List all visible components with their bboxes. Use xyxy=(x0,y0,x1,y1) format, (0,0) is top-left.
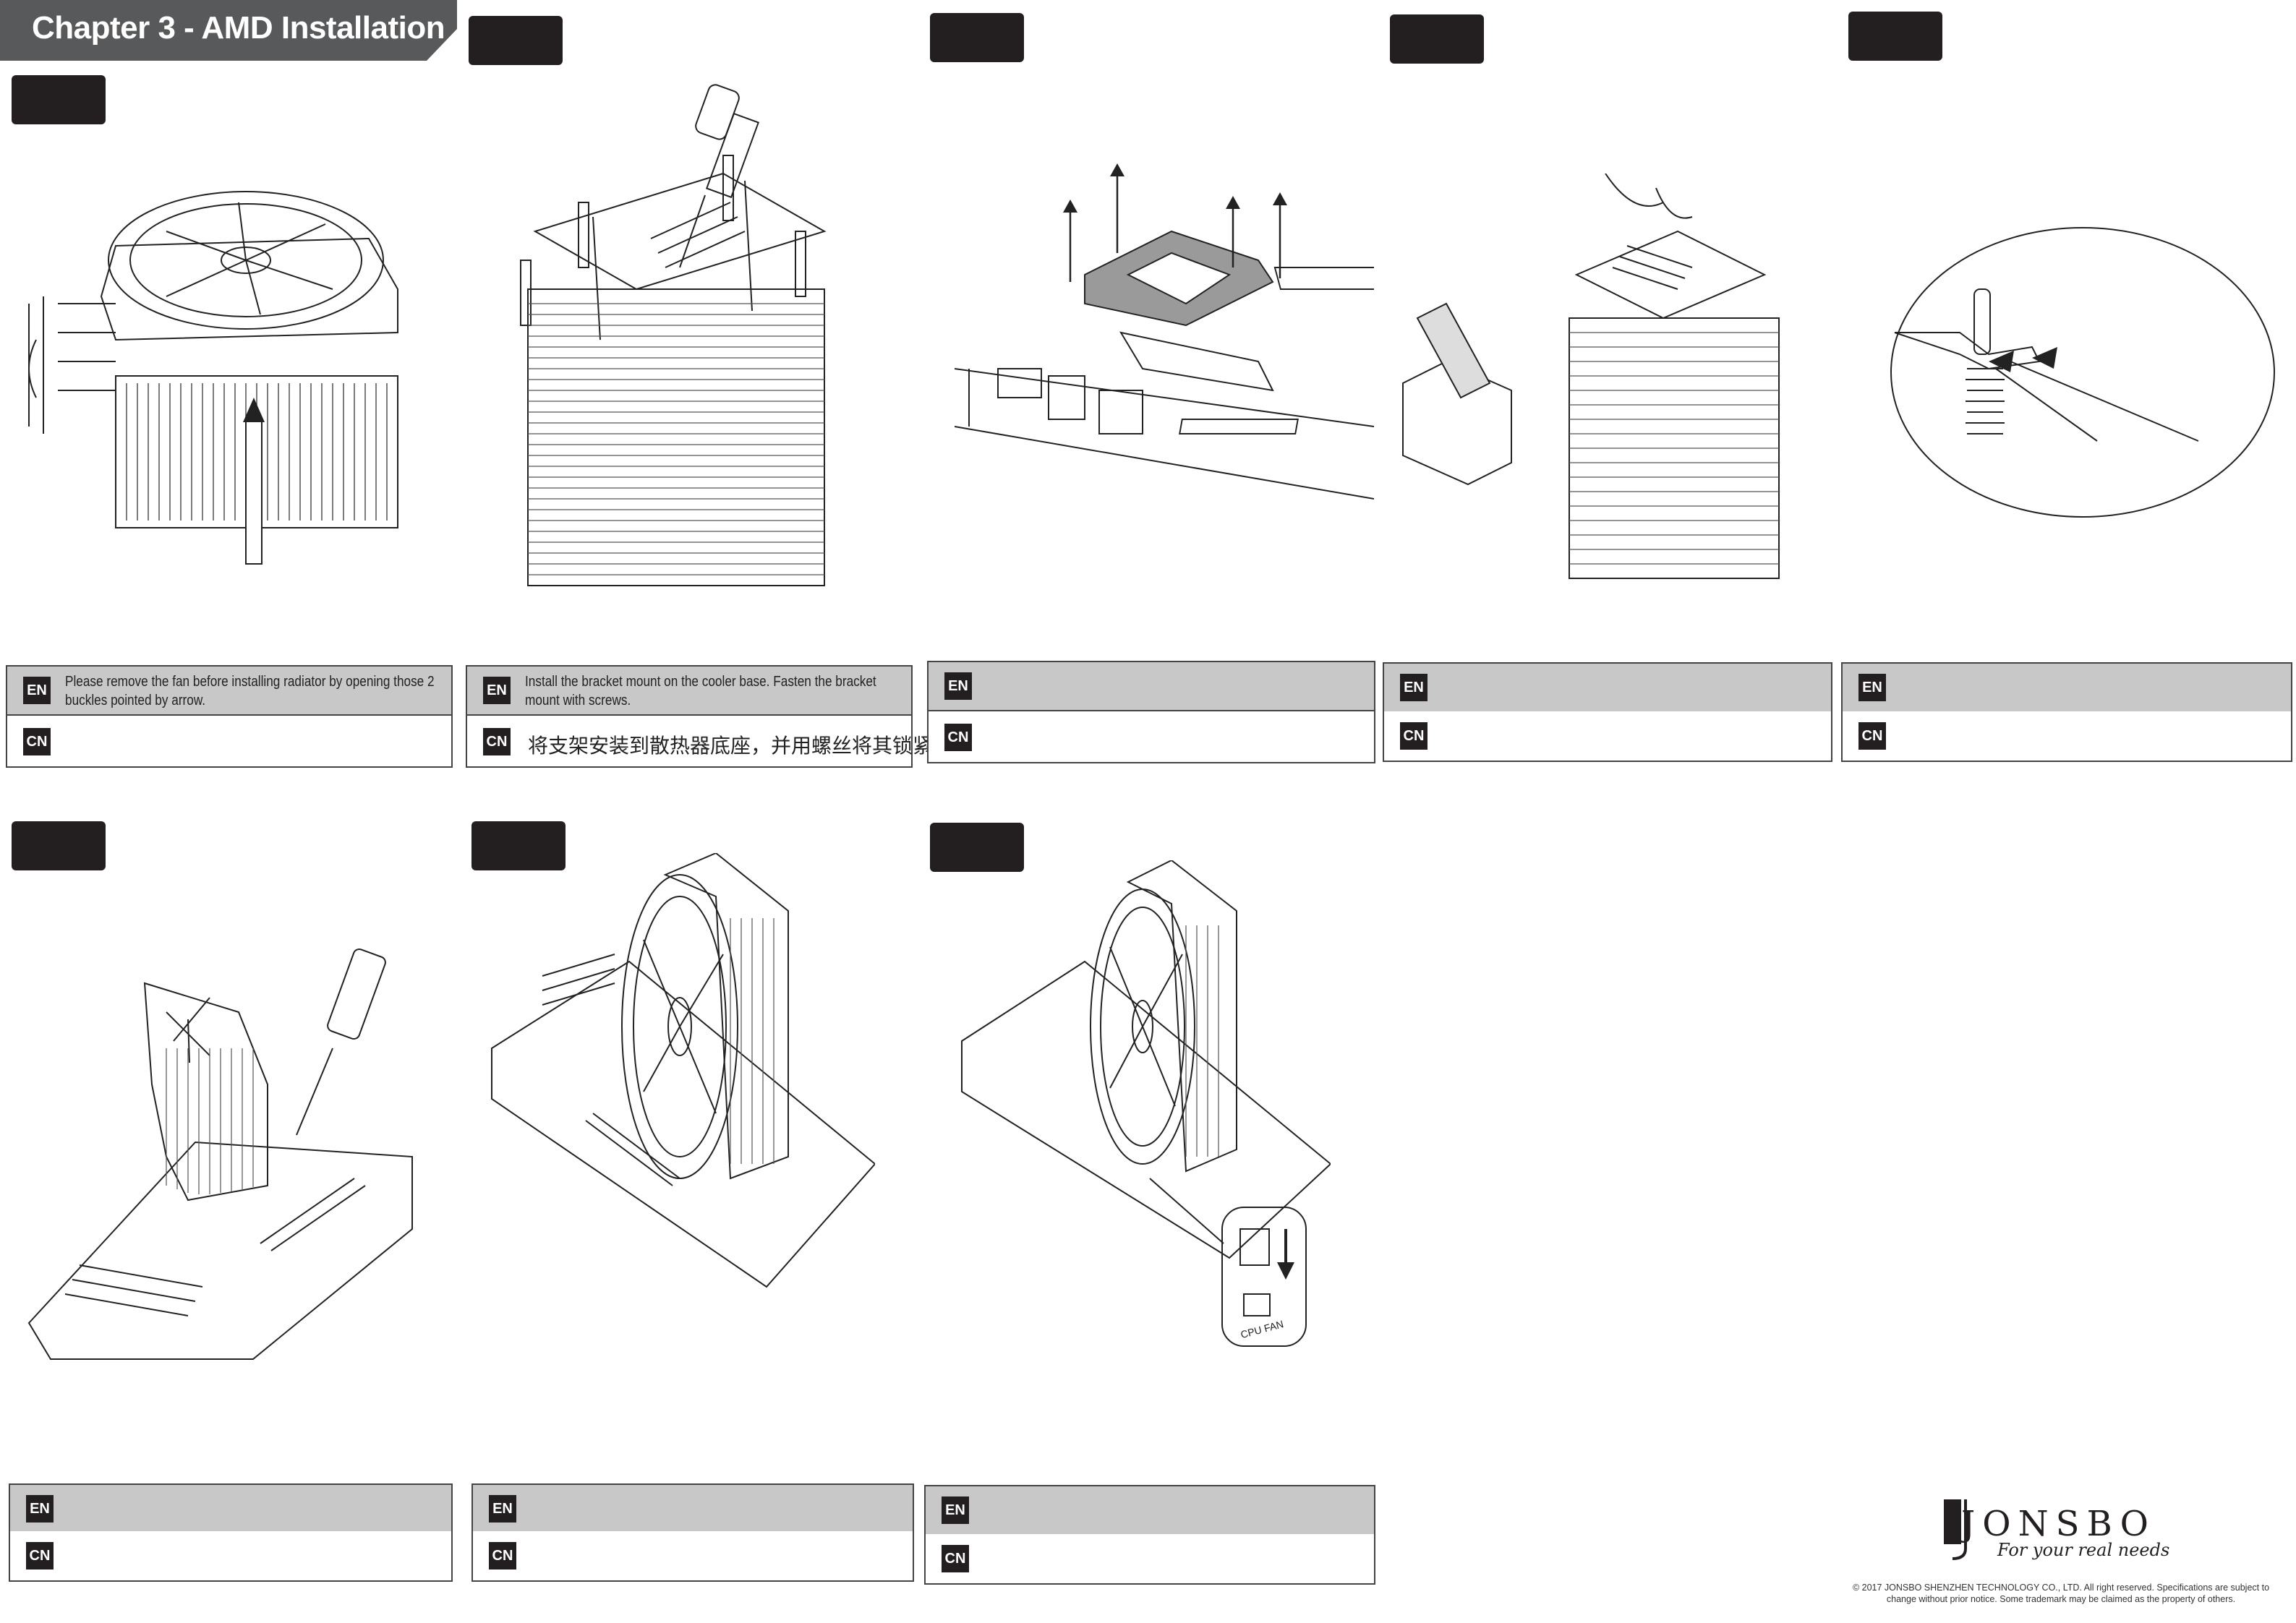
step-badge-3 xyxy=(930,13,1024,62)
step-badge-4 xyxy=(1390,14,1484,64)
illustration-backplate xyxy=(955,152,1374,513)
step-badge-2 xyxy=(469,16,563,65)
step-7-text: EN CN xyxy=(471,1483,914,1582)
cn-tag: CN xyxy=(23,728,51,755)
cn-tag: CN xyxy=(26,1542,54,1570)
step-1-text: EN Please remove the fan before installin… xyxy=(6,665,453,768)
chapter-header-shape xyxy=(0,0,457,61)
cn-tag: CN xyxy=(942,1545,969,1572)
step-5-text: EN CN xyxy=(1841,662,2292,762)
illustration-spring-screw-detail xyxy=(1887,224,2278,521)
cn-tag: CN xyxy=(944,724,972,751)
cpu-fan-label: CPU FAN xyxy=(1239,1318,1285,1340)
copyright-notice: © 2017 JONSBO SHENZHEN TECHNOLOGY CO., L… xyxy=(1852,1583,2270,1604)
step-3-text: EN CN xyxy=(927,661,1375,763)
illustration-mount-fan xyxy=(485,853,875,1301)
step-2-cn: 将支架安装到散热器底座，并用螺丝将其锁紧。 xyxy=(528,734,954,758)
en-tag: EN xyxy=(1858,674,1886,701)
illustration-remove-fan xyxy=(22,181,427,571)
step-1-en: Please remove the fan before installing … xyxy=(65,674,435,708)
en-tag: EN xyxy=(483,677,511,704)
en-tag: EN xyxy=(1400,674,1427,701)
en-tag: EN xyxy=(23,677,51,704)
step-badge-5 xyxy=(1848,12,1942,61)
en-tag: EN xyxy=(489,1495,516,1523)
step-2-text: EN Install the bracket mount on the coole… xyxy=(466,665,953,768)
step-6-text: EN CN xyxy=(9,1483,453,1582)
jonsbo-logo xyxy=(1944,1499,1967,1560)
en-tag: EN xyxy=(26,1495,54,1523)
cn-tag: CN xyxy=(483,728,511,755)
brand-tagline: For your real needs xyxy=(1997,1540,2170,1560)
cn-tag: CN xyxy=(489,1542,516,1570)
illustration-install-cooler xyxy=(22,940,427,1366)
illustration-thermal-paste xyxy=(1388,174,1793,593)
step-badge-7 xyxy=(471,821,566,870)
illustration-connect-fan: CPU FAN xyxy=(955,860,1331,1352)
chapter-title: Chapter 3 - AMD Installation xyxy=(32,10,445,46)
step-badge-8 xyxy=(930,823,1024,872)
en-tag: EN xyxy=(944,672,972,700)
step-2-en: Install the bracket mount on the cooler … xyxy=(525,674,876,708)
brand-name: JONSBO xyxy=(1961,1504,2156,1544)
cn-tag: CN xyxy=(1400,722,1427,750)
step-badge-1 xyxy=(12,75,106,124)
step-4-text: EN CN xyxy=(1383,662,1832,762)
en-tag: EN xyxy=(942,1496,969,1524)
step-badge-6 xyxy=(12,821,106,870)
step-8-text: EN CN xyxy=(924,1485,1375,1585)
cn-tag: CN xyxy=(1858,722,1886,750)
illustration-bracket-mount xyxy=(506,72,853,614)
chapter-header: Chapter 3 - AMD Installation xyxy=(0,0,457,61)
